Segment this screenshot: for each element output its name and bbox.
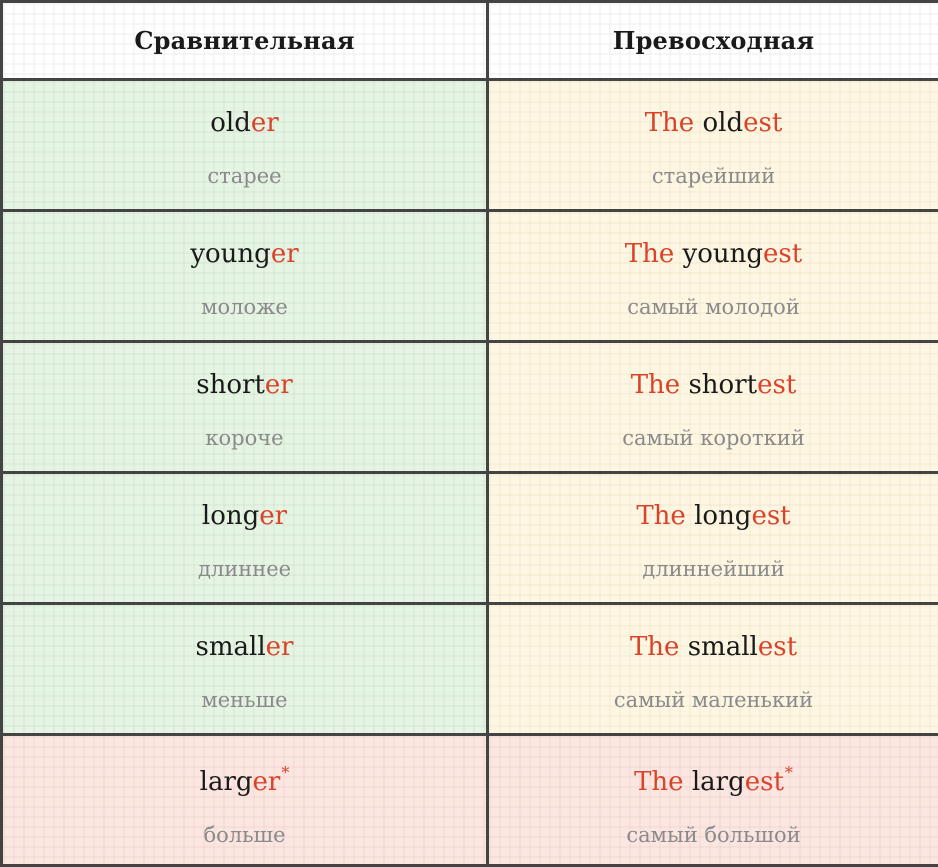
word-stem: larg	[200, 767, 253, 797]
suffix-est: est	[758, 632, 797, 662]
word-stem: short	[688, 370, 757, 400]
superlative-word: The largest*	[489, 758, 938, 797]
comparative-word: larger*	[3, 758, 486, 797]
word-stem: small	[688, 632, 758, 662]
article-the: The	[625, 239, 674, 269]
superlative-word: The oldest	[489, 108, 938, 138]
asterisk-mark: *	[785, 763, 793, 782]
word-stem: old	[702, 108, 743, 138]
suffix-est: est	[743, 108, 782, 138]
superlative-cell: The largest* самый большой	[488, 735, 938, 866]
translation: длиннейший	[489, 556, 938, 582]
table-row: older старее The oldest старейший	[2, 80, 938, 211]
superlative-cell: The smallest самый маленький	[488, 604, 938, 735]
header-row: Сравнительная Превосходная	[2, 2, 938, 80]
suffix-er: er	[266, 632, 294, 662]
comparative-cell: shorter короче	[2, 342, 488, 473]
translation: самый маленький	[489, 687, 938, 713]
table-row: younger моложе The youngest самый молодо…	[2, 211, 938, 342]
comparative-cell: longer длиннее	[2, 473, 488, 604]
superlative-cell: The oldest старейший	[488, 80, 938, 211]
suffix-er: er	[265, 370, 293, 400]
translation: меньше	[3, 687, 486, 713]
superlative-word: The longest	[489, 501, 938, 531]
translation: старее	[3, 163, 486, 189]
header-comparative: Сравнительная	[2, 2, 488, 80]
asterisk-mark: *	[281, 763, 289, 782]
suffix-est: est	[751, 501, 790, 531]
article-the: The	[636, 501, 685, 531]
suffix-er: er	[251, 108, 279, 138]
word-stem: small	[196, 632, 266, 662]
suffix-est: est	[757, 370, 796, 400]
header-superlative: Превосходная	[488, 2, 938, 80]
superlative-word: The shortest	[489, 370, 938, 400]
comparative-word: younger	[3, 239, 486, 269]
table-row: shorter короче The shortest самый коротк…	[2, 342, 938, 473]
article-the: The	[634, 767, 683, 797]
word-stem: old	[210, 108, 251, 138]
translation: самый короткий	[489, 425, 938, 451]
word-stem: long	[694, 501, 751, 531]
suffix-er: er	[271, 239, 299, 269]
word-stem: young	[683, 239, 763, 269]
translation: старейший	[489, 163, 938, 189]
comparative-word: older	[3, 108, 486, 138]
table-row: larger* больше The largest* самый большо…	[2, 735, 938, 866]
comparative-word: longer	[3, 501, 486, 531]
article-the: The	[645, 108, 694, 138]
translation: моложе	[3, 294, 486, 320]
word-stem: long	[202, 501, 259, 531]
word-stem: larg	[692, 767, 745, 797]
translation: самый молодой	[489, 294, 938, 320]
comparative-word: smaller	[3, 632, 486, 662]
comparative-cell: smaller меньше	[2, 604, 488, 735]
translation: самый большой	[489, 822, 938, 848]
table-row: smaller меньше The smallest самый малень…	[2, 604, 938, 735]
suffix-er: er	[253, 767, 281, 797]
translation: больше	[3, 822, 486, 848]
word-stem: young	[190, 239, 270, 269]
comparative-word: shorter	[3, 370, 486, 400]
superlative-word: The youngest	[489, 239, 938, 269]
translation: длиннее	[3, 556, 486, 582]
comparative-cell: younger моложе	[2, 211, 488, 342]
comparative-cell: larger* больше	[2, 735, 488, 866]
superlative-word: The smallest	[489, 632, 938, 662]
superlative-cell: The shortest самый короткий	[488, 342, 938, 473]
article-the: The	[631, 370, 680, 400]
table-row: longer длиннее The longest длиннейший	[2, 473, 938, 604]
suffix-er: er	[259, 501, 287, 531]
superlative-cell: The youngest самый молодой	[488, 211, 938, 342]
article-the: The	[630, 632, 679, 662]
superlative-cell: The longest длиннейший	[488, 473, 938, 604]
translation: короче	[3, 425, 486, 451]
suffix-est: est	[745, 767, 784, 797]
word-stem: short	[196, 370, 265, 400]
comparative-cell: older старее	[2, 80, 488, 211]
suffix-est: est	[763, 239, 802, 269]
